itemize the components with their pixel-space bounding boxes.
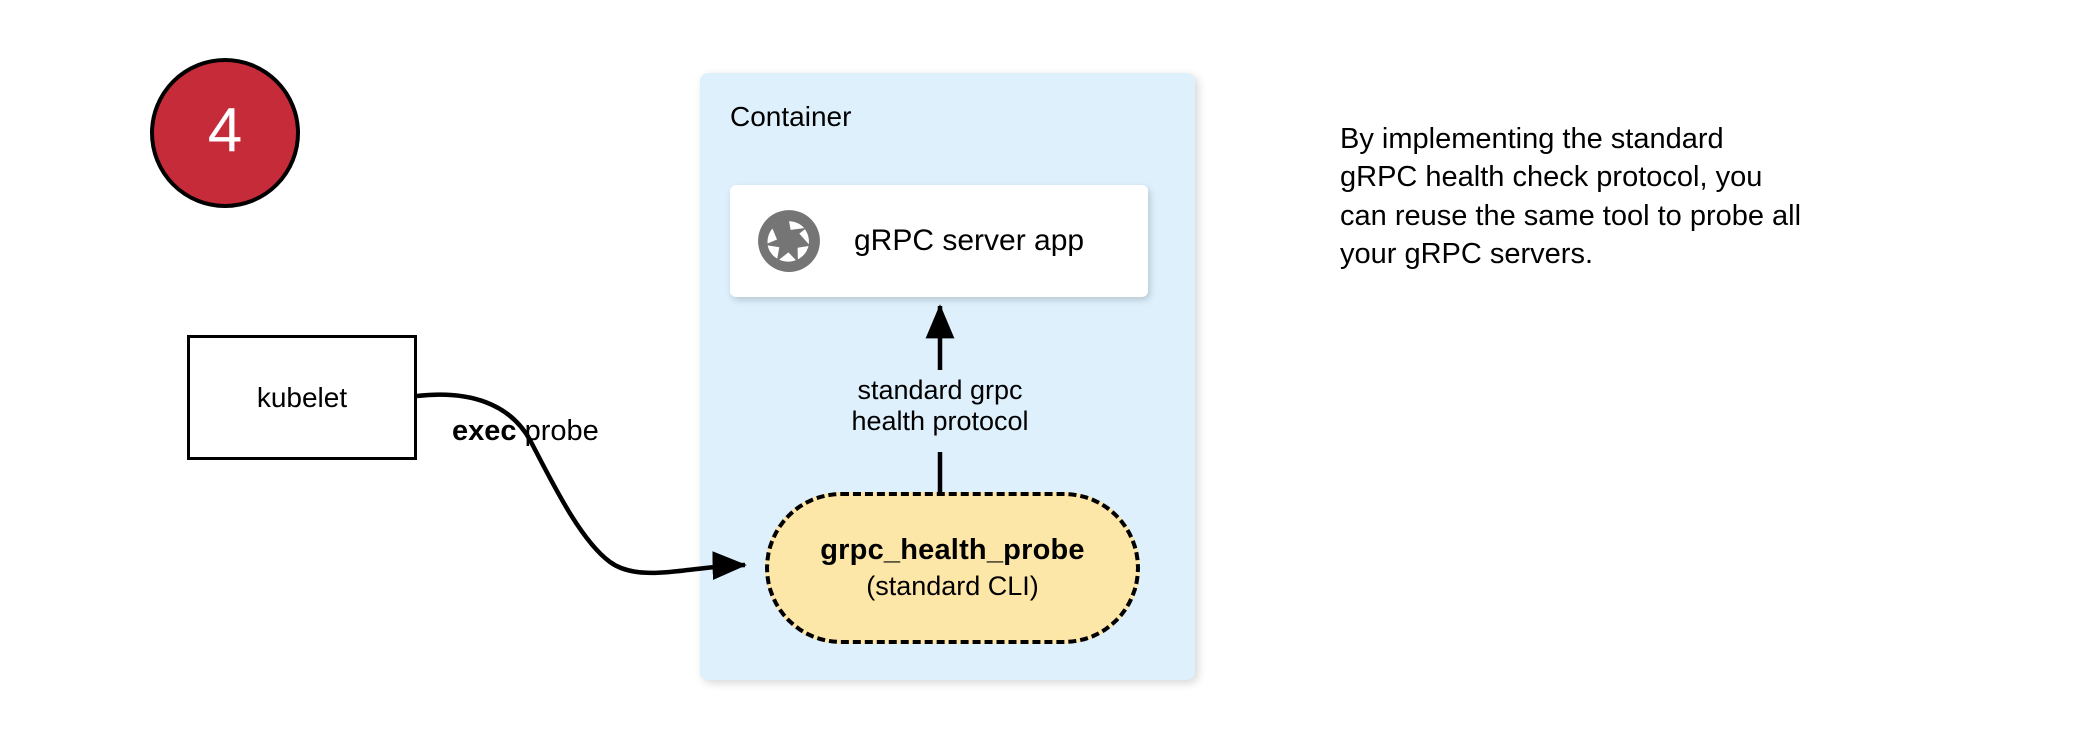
protocol-edge-label: standard grpc health protocol xyxy=(790,375,1090,437)
caption-line-1: By implementing the standard xyxy=(1340,123,1724,155)
grpc-health-probe-node: grpc_health_probe (standard CLI) xyxy=(765,492,1140,644)
grpc-health-probe-subtitle: (standard CLI) xyxy=(866,571,1039,601)
kubelet-node-label: kubelet xyxy=(256,381,348,413)
caption-line-4: your gRPC servers. xyxy=(1340,237,1594,270)
exec-probe-edge-label-rest: probe xyxy=(516,415,599,447)
grpc-server-app-card: gRPC server app xyxy=(730,185,1148,297)
kubelet-node: kubelet xyxy=(187,335,417,460)
step-number-badge: 4 xyxy=(150,58,300,208)
protocol-edge-label-line2: health protocol xyxy=(851,405,1029,436)
grpc-health-probe-title: grpc_health_probe xyxy=(820,534,1085,566)
grpc-aperture-icon xyxy=(756,208,822,274)
grpc-server-app-label: gRPC server app xyxy=(854,224,1085,257)
exec-probe-edge-label: exec probe xyxy=(452,415,599,448)
caption-text: By implementing the standard gRPC health… xyxy=(1340,120,1960,273)
caption-line-2: gRPC health check protocol, you xyxy=(1340,161,1763,194)
exec-probe-edge-label-bold: exec xyxy=(452,415,517,447)
step-number-label: 4 xyxy=(207,96,243,165)
caption-line-3: can reuse the same tool to probe all xyxy=(1340,199,1802,232)
container-panel-title: Container xyxy=(730,101,852,132)
protocol-edge-label-line1: standard grpc xyxy=(857,375,1023,405)
